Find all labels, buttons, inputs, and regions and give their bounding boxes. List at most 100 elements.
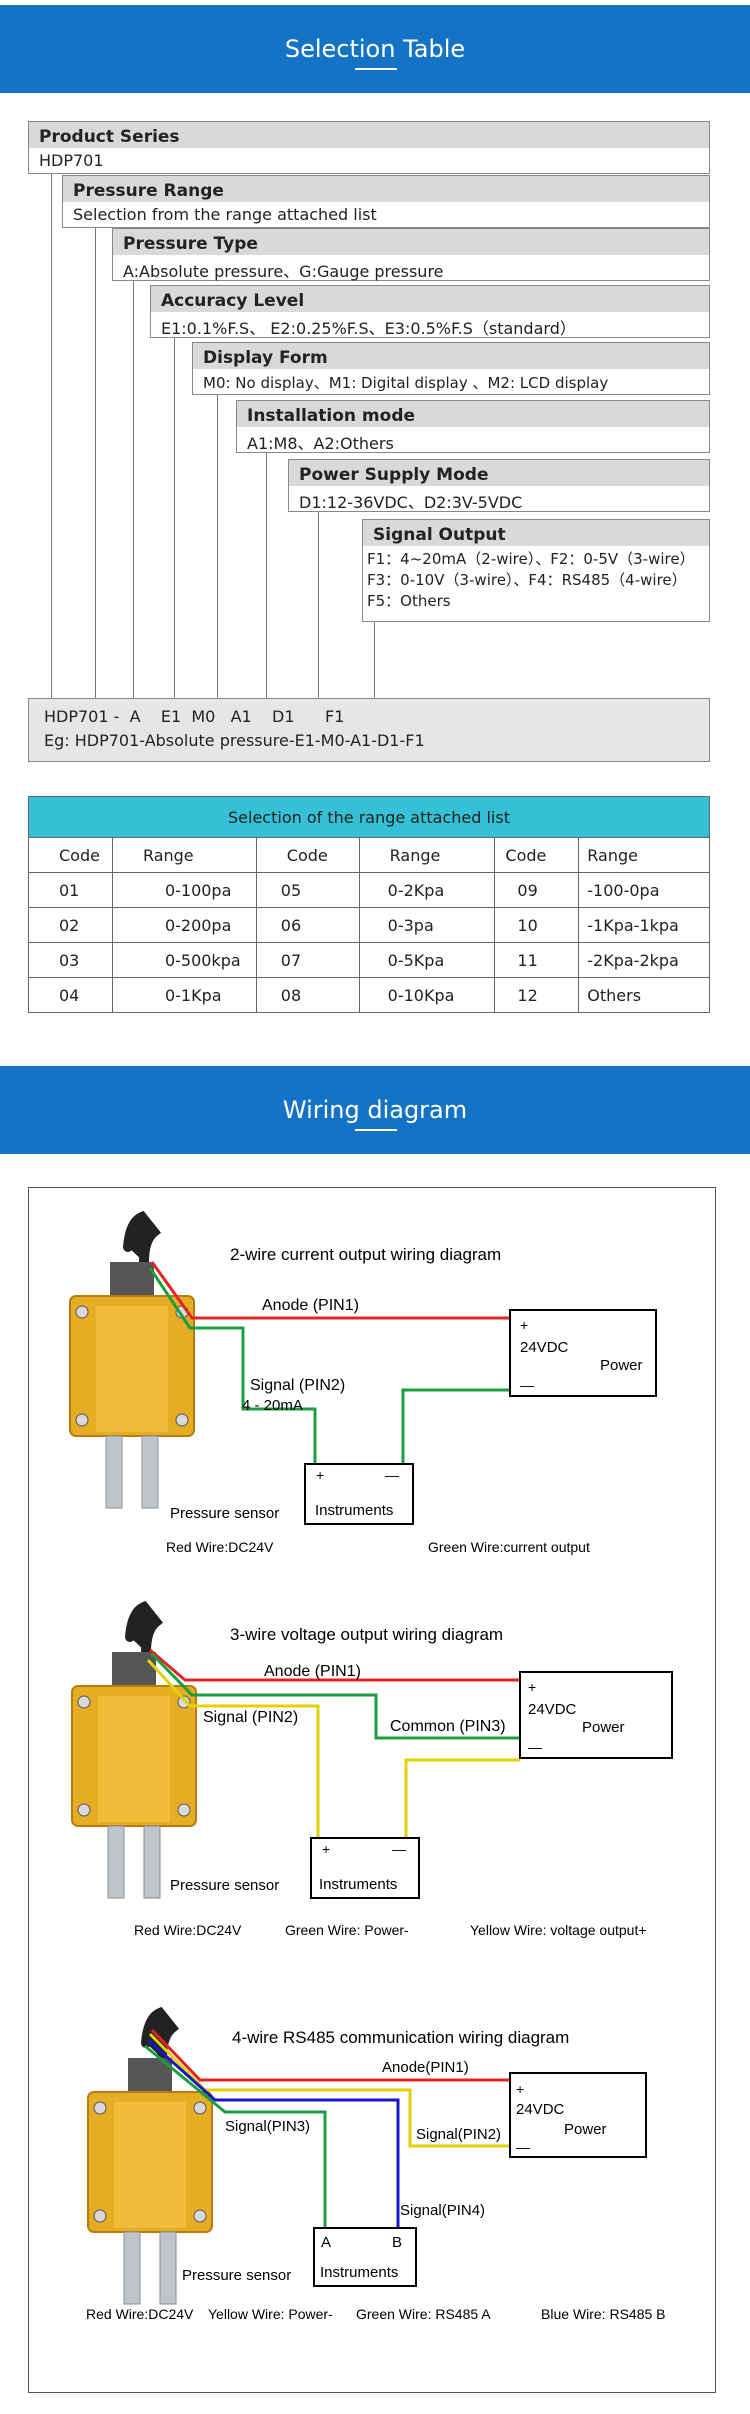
yellow-wire	[148, 2032, 510, 2148]
table-cell: 10	[494, 907, 580, 943]
pressure-sensor-icon	[70, 1217, 194, 1508]
banner-underline	[355, 68, 397, 70]
pressure-range-header: Pressure Range	[62, 175, 710, 202]
product-series-value: HDP701	[28, 148, 710, 174]
banner-title: Selection Table	[284, 35, 466, 63]
connector-line	[374, 622, 375, 698]
signal-pin4-label: Signal(PIN4)	[400, 2202, 485, 2219]
sensor-label: Pressure sensor	[170, 1877, 279, 1894]
connector-line	[133, 281, 134, 698]
header-cell: Range	[111, 837, 257, 873]
power-box	[519, 1671, 673, 1759]
signal-value: F1：4~20mA（2-wire）、F2：0-5V（3-wire） F3：0-1…	[362, 546, 710, 622]
header-cell: Code	[255, 837, 360, 873]
wiring-frame	[28, 1187, 716, 2393]
header-cell: Code	[28, 837, 113, 873]
table-cell: 0-5Kpa	[358, 942, 496, 978]
selection-table-banner: Selection Table	[0, 5, 750, 93]
table-cell: 11	[494, 942, 580, 978]
green-wire	[148, 1267, 317, 1464]
red-wire	[150, 2028, 510, 2082]
green-wire-legend: Green Wire: Power-	[285, 1922, 409, 1938]
power-value: D1:12-36VDC、D2:3V-5VDC	[288, 486, 710, 512]
diagram-title: 4-wire RS485 communication wiring diagra…	[232, 2028, 569, 2047]
power-minus: —	[528, 1739, 542, 1755]
anode-label: Anode (PIN1)	[262, 1297, 359, 1314]
power-plus: +	[520, 1317, 528, 1333]
signal-pin3-label: Signal(PIN3)	[225, 2118, 310, 2135]
green-wire	[144, 2044, 327, 2228]
signal-label: Signal (PIN2)	[250, 1377, 345, 1394]
power-minus: —	[516, 2139, 530, 2155]
table-row: 04 0-1Kpa 08 0-10Kpa 12 Others	[28, 977, 710, 1013]
power-box	[509, 1309, 657, 1397]
table-cell: 0-100pa	[111, 872, 257, 908]
yellow-wire-legend: Yellow Wire: Power-	[208, 2306, 333, 2322]
pressure-sensor-icon	[72, 1607, 196, 1898]
header-cell: Range	[358, 837, 496, 873]
yellow-wire	[404, 1758, 520, 1838]
accuracy-value: E1:0.1%F.S、 E2:0.25%F.S、E3:0.5%F.S（stand…	[150, 312, 710, 338]
signal-line-3: F5：Others	[367, 592, 451, 610]
banner-title: Wiring diagram	[282, 1096, 468, 1124]
table-cell: 12	[494, 977, 580, 1013]
power-plus: +	[516, 2081, 524, 2097]
power-label: Power	[600, 1357, 643, 1374]
wiring-diagram-banner: Wiring diagram	[0, 1066, 750, 1154]
yellow-wire	[146, 1658, 320, 1838]
diagram-2-wire: 2-wire current output wiring diagram Ano…	[70, 1217, 657, 1555]
install-value: A1:M8、A2:Others	[236, 427, 710, 453]
diagram-title: 2-wire current output wiring diagram	[230, 1245, 501, 1264]
pressure-type-value: A:Absolute pressure、G:Gauge pressure	[112, 255, 710, 281]
diagram-title: 3-wire voltage output wiring diagram	[230, 1625, 503, 1644]
instruments-box	[304, 1463, 414, 1525]
instruments-box	[313, 2227, 417, 2287]
red-wire	[150, 1261, 510, 1320]
power-vdc: 24VDC	[520, 1339, 569, 1356]
display-header: Display Form	[192, 342, 710, 369]
table-cell: -100-0pa	[578, 872, 710, 908]
header-cell: Range	[578, 837, 710, 873]
banner-underline	[355, 1129, 397, 1131]
power-vdc: 24VDC	[528, 1701, 577, 1718]
connector-line	[51, 174, 52, 698]
table-cell: 0-10Kpa	[358, 977, 496, 1013]
signal-header: Signal Output	[362, 519, 710, 546]
power-vdc: 24VDC	[516, 2101, 565, 2118]
sensor-label: Pressure sensor	[170, 1505, 279, 1522]
diagram-4-wire: 4-wire RS485 communication wiring diagra…	[86, 2013, 666, 2322]
range-table: Selection of the range attached list Cod…	[28, 796, 710, 1013]
connector-line	[318, 512, 319, 698]
connector-line	[174, 338, 175, 698]
diagram-3-wire: 3-wire voltage output wiring diagram Ano…	[72, 1607, 673, 1938]
instruments-box	[310, 1837, 420, 1899]
power-plus: +	[528, 1679, 536, 1695]
power-minus: —	[520, 1377, 534, 1393]
green-wire	[401, 1388, 510, 1464]
pressure-range-value: Selection from the range attached list	[62, 202, 710, 228]
anode-label: Anode(PIN1)	[382, 2059, 469, 2076]
signal-pin2-label: Signal(PIN2)	[416, 2126, 501, 2143]
connector-line	[266, 453, 267, 698]
instruments-label: Instruments	[320, 2264, 398, 2281]
inst-plus: +	[316, 1467, 324, 1483]
power-box	[509, 2072, 647, 2158]
table-header-row: Code Range Code Range Code Range	[28, 837, 710, 873]
example-line: Eg: HDP701-Absolute pressure-E1-M0-A1-D1…	[44, 731, 425, 750]
product-series-header: Product Series	[28, 121, 710, 148]
table-row: 03 0-500kpa 07 0-5Kpa 11 -2Kpa-2kpa	[28, 942, 710, 978]
blue-wire-legend: Blue Wire: RS485 B	[541, 2306, 666, 2322]
sensor-label: Pressure sensor	[182, 2267, 291, 2284]
inst-minus: —	[392, 1841, 406, 1857]
ma-label: 4 - 20mA	[242, 1397, 303, 1414]
table-cell: 0-3pa	[358, 907, 496, 943]
power-label: Power	[564, 2121, 607, 2138]
table-cell: 02	[28, 907, 113, 943]
signal-line-2: F3：0-10V（3-wire）、F4：RS485（4-wire）	[367, 571, 687, 589]
table-cell: 0-1Kpa	[111, 977, 257, 1013]
code-example-box: HDP701 - A E1 M0 A1 D1 F1 Eg: HDP701-Abs…	[28, 698, 710, 762]
signal-label: Signal (PIN2)	[203, 1709, 298, 1726]
display-value: M0: No display、M1: Digital display 、M2: …	[192, 369, 710, 395]
inst-minus: —	[385, 1467, 399, 1483]
